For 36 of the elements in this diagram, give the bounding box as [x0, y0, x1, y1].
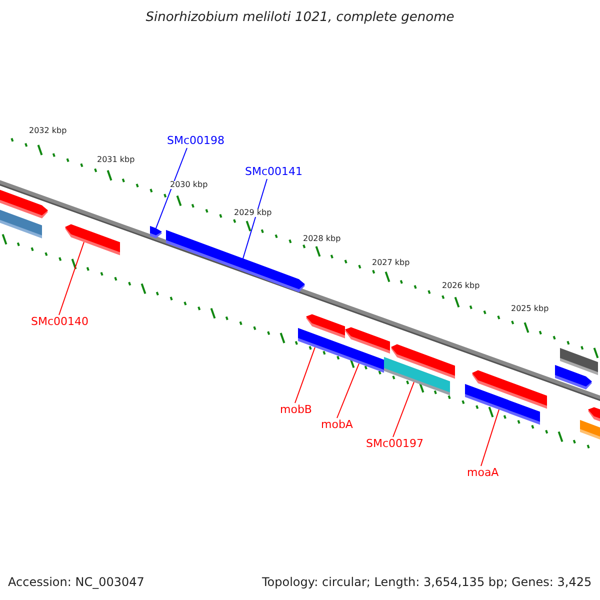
- gene-feature: [588, 407, 600, 424]
- gene-label: SMc00197: [366, 438, 424, 449]
- gene-label: mobA: [321, 419, 353, 430]
- gene-feature: [306, 314, 345, 338]
- leader-line: [58, 242, 84, 316]
- accession-text: Accession: NC_003047: [8, 576, 144, 588]
- gene-feature: [345, 327, 390, 354]
- scale-label: 2032 kbp: [29, 127, 67, 135]
- gene-feature: [65, 224, 120, 256]
- genome-stats-text: Topology: circular; Length: 3,654,135 bp; Genes: 3,425: [262, 576, 592, 588]
- scale-label: 2027 kbp: [372, 259, 410, 267]
- map-title: Sinorhizobium meliloti 1021, complete genome: [144, 11, 456, 24]
- scale-label: 2031 kbp: [97, 156, 135, 164]
- gene-feature: [580, 420, 600, 442]
- leader-line: [392, 382, 414, 438]
- gene-feature: [150, 226, 162, 238]
- gene-label: mobB: [280, 404, 312, 415]
- gene-feature: [391, 344, 455, 379]
- gene-feature: [560, 348, 598, 376]
- gene-label: moaA: [467, 467, 499, 478]
- gene-feature: [472, 370, 547, 409]
- scale-label: 2025 kbp: [511, 305, 549, 313]
- gene-label: SMc00140: [31, 316, 89, 327]
- gene-label: SMc00141: [245, 166, 303, 177]
- leader-line: [156, 148, 188, 229]
- leader-line: [480, 409, 500, 466]
- gene-label: SMc00198: [167, 135, 225, 146]
- leader-line: [242, 178, 268, 259]
- gene-feature: [166, 230, 305, 292]
- leader-line: [336, 363, 360, 418]
- leader-line: [294, 346, 316, 404]
- gene-feature: [0, 208, 42, 238]
- scale-label: 2026 kbp: [442, 282, 480, 290]
- scale-label: 2028 kbp: [303, 235, 341, 243]
- scale-label: 2029 kbp: [234, 209, 272, 217]
- scale-label: 2030 kbp: [170, 181, 208, 189]
